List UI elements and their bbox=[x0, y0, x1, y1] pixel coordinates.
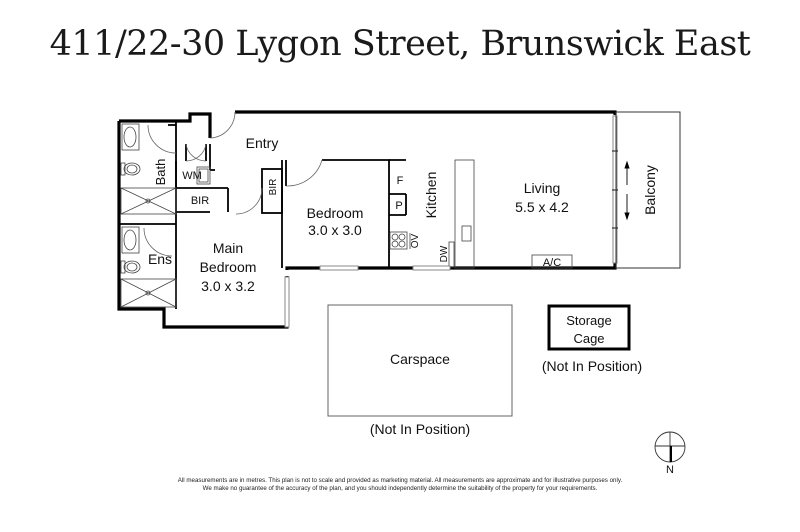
carspace-label: Carspace bbox=[390, 351, 450, 367]
room-label-balcony: Balcony bbox=[642, 165, 658, 215]
room-label-main-bedroom: Main bbox=[213, 240, 243, 256]
room-label-wm: WM bbox=[182, 170, 202, 182]
outer-walls bbox=[117, 110, 617, 329]
disclaimer: All measurements are in metres. This pla… bbox=[0, 477, 800, 493]
room-size-bedroom: 3.0 x 3.0 bbox=[308, 222, 362, 238]
balcony-outline bbox=[615, 111, 681, 269]
storage-cage-label-1: Storage bbox=[566, 313, 612, 328]
disclaimer-line-2: We make no guarantee of the accuracy of … bbox=[202, 485, 598, 492]
internal-walls bbox=[119, 120, 407, 309]
storage-cage-outline bbox=[547, 304, 631, 351]
room-label-oven: OV bbox=[410, 233, 421, 248]
bathroom-fixtures bbox=[120, 123, 211, 308]
north-compass-icon bbox=[654, 431, 686, 463]
room-size-main-bedroom: 3.0 x 3.2 bbox=[201, 278, 255, 294]
room-label-main-bedroom-2: Bedroom bbox=[200, 259, 257, 275]
disclaimer-line-1: All measurements are in metres. This pla… bbox=[177, 477, 623, 484]
room-label-dishwasher: DW bbox=[439, 245, 450, 262]
compass-north-label: N bbox=[666, 464, 674, 476]
room-label-bir-1: BIR bbox=[191, 195, 209, 207]
carspace-note: (Not In Position) bbox=[370, 421, 470, 437]
room-label-bath: Bath bbox=[153, 159, 168, 186]
room-label-bir-2: BIR bbox=[268, 179, 279, 196]
room-label-living: Living bbox=[524, 180, 561, 196]
carspace-outline bbox=[327, 304, 513, 417]
room-size-living: 5.5 x 4.2 bbox=[515, 199, 569, 215]
room-label-ens: Ens bbox=[148, 251, 172, 267]
room-label-kitchen: Kitchen bbox=[423, 172, 439, 219]
page-title: 411/22-30 Lygon Street, Brunswick East bbox=[49, 24, 751, 64]
room-label-bedroom: Bedroom bbox=[307, 205, 364, 221]
storage-cage-note: (Not In Position) bbox=[542, 358, 642, 374]
room-label-fridge: F bbox=[397, 175, 404, 187]
windows bbox=[284, 115, 618, 328]
room-label-entry: Entry bbox=[246, 135, 279, 151]
door-swings bbox=[143, 111, 323, 257]
room-label-pantry: P bbox=[395, 200, 402, 212]
room-label-ac: A/C bbox=[543, 257, 561, 269]
kitchen-fixtures bbox=[389, 159, 573, 269]
sliding-door-marks bbox=[612, 150, 630, 229]
storage-cage-label-2: Cage bbox=[573, 331, 604, 346]
